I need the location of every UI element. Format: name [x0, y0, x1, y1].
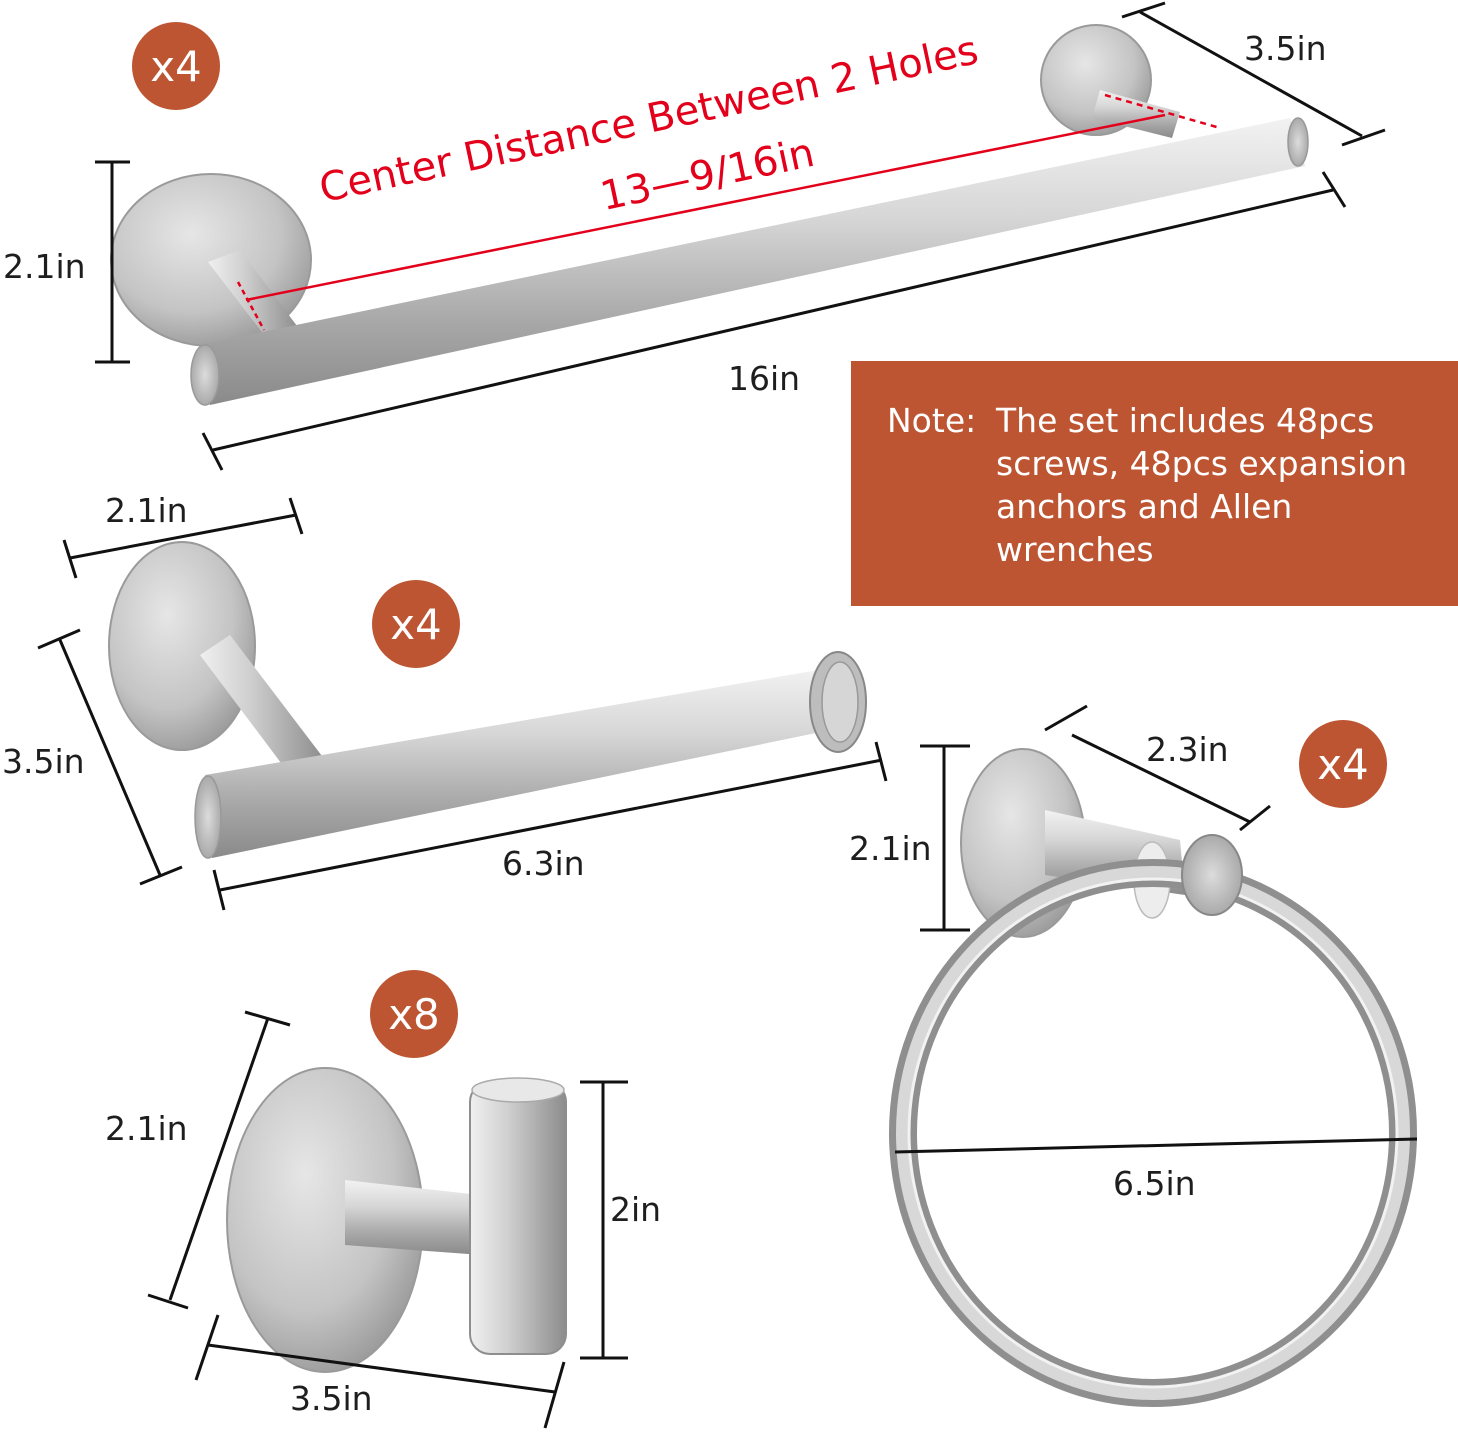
towel-ring-count-badge: x4 [1299, 720, 1387, 808]
note-box: Note: The set includes 48pcs screws, 48p… [851, 361, 1458, 606]
towel-bar-length-label: 16in [728, 359, 801, 398]
towel-ring-height-label: 2.1in [849, 829, 932, 868]
note-prefix: Note: [887, 401, 977, 440]
paper-holder-depth-label: 3.5in [2, 742, 85, 781]
towel-ring-depth-label: 2.3in [1146, 730, 1229, 769]
towel-bar-count-badge: x4 [132, 22, 220, 110]
robe-hook-base-label: 2.1in [105, 1109, 188, 1148]
robe-hook-height-label: 2in [610, 1190, 662, 1229]
note-line: wrenches [996, 530, 1154, 569]
robe-hook-count-badge: x8 [370, 970, 458, 1058]
towel-ring-diameter-label: 6.5in [1113, 1164, 1196, 1203]
towel-bar-illustration [95, 1, 1386, 471]
note-line: The set includes 48pcs [996, 401, 1375, 440]
note-line: screws, 48pcs expansion [996, 444, 1408, 483]
paper-holder-count-badge: x4 [372, 580, 460, 668]
paper-holder-length-label: 6.3in [502, 844, 585, 883]
note-line: anchors and Allen [996, 487, 1293, 526]
paper-holder-base-label: 2.1in [105, 491, 188, 530]
towel-ring-illustration [889, 704, 1418, 1407]
paper-holder-illustration [37, 497, 888, 911]
towel-bar-height-label: 2.1in [3, 247, 86, 286]
robe-hook-illustration [147, 1010, 628, 1429]
towel-bar-depth-label: 3.5in [1244, 29, 1327, 68]
robe-hook-depth-label: 3.5in [290, 1379, 373, 1418]
